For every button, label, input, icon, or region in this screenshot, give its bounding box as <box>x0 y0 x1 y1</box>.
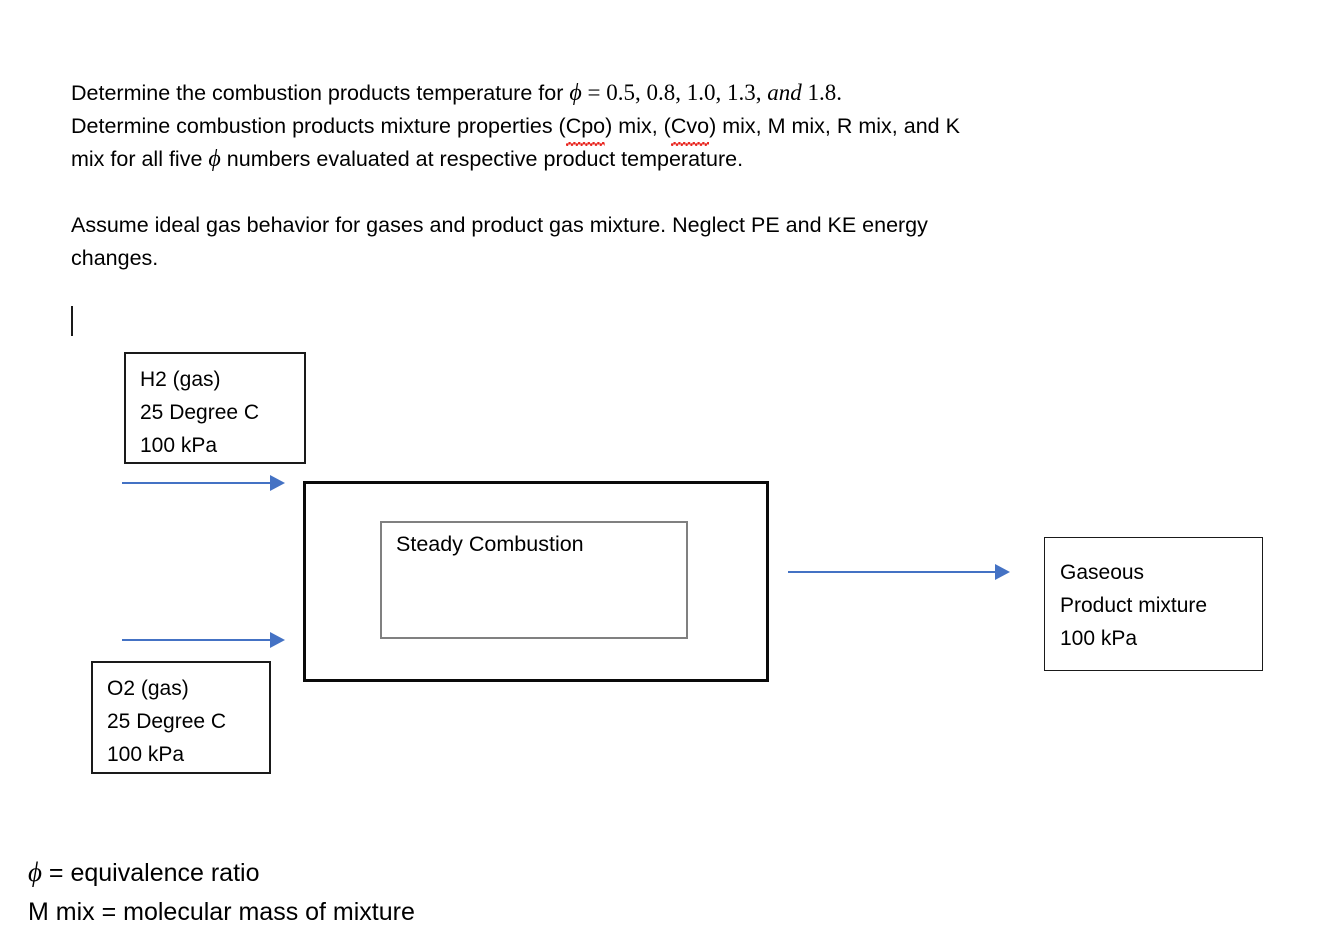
statement-line-2-part-a: Determine combustion products mixture pr… <box>71 114 566 138</box>
statement-line-1: Determine the combustion products temper… <box>71 76 1191 110</box>
inlet-box-o2-text: O2 (gas) 25 Degree C 100 kPa <box>107 672 226 771</box>
statement-line-3-part-a: mix for all five <box>71 147 209 171</box>
steady-combustion-label: Steady Combustion <box>396 532 584 556</box>
steady-combustion-label-box[interactable]: Steady Combustion <box>380 521 688 639</box>
inlet-box-h2[interactable]: H2 (gas) 25 Degree C 100 kPa <box>124 352 306 464</box>
problem-statement-paragraph-2: Assume ideal gas behavior for gases and … <box>71 209 1131 275</box>
assumption-line-2: changes. <box>71 246 159 270</box>
outlet-box-text: Gaseous Product mixture 100 kPa <box>1060 556 1207 655</box>
statement-line-2-part-b: ) mix, ( <box>605 114 671 138</box>
equation-and-word: and <box>767 80 802 105</box>
arrow-head-icon <box>270 475 285 491</box>
equation-tail: 1.8. <box>801 80 842 105</box>
inlet-h2-line-3: 100 kPa <box>140 434 218 457</box>
statement-line-2: Determine combustion products mixture pr… <box>71 110 1191 146</box>
statement-line-2-part-c: ) mix, M mix, R mix, and K <box>709 114 960 138</box>
assumption-line-1: Assume ideal gas behavior for gases and … <box>71 213 928 237</box>
arrow-shaft <box>122 639 271 641</box>
inlet-h2-line-2: 25 Degree C <box>140 401 260 424</box>
arrow-shaft <box>788 571 996 573</box>
definition-phi: ϕ = equivalence ratio <box>28 853 415 893</box>
misspelled-word-cvo[interactable]: Cvo <box>670 110 710 146</box>
definition-phi-text: = equivalence ratio <box>41 859 260 887</box>
equation-phi-values: ϕ = 0.5, 0.8, 1.0, 1.3, and 1.8. <box>569 80 842 106</box>
inlet-o2-line-3: 100 kPa <box>107 743 185 766</box>
inlet-o2-line-1: O2 (gas) <box>107 677 189 700</box>
outlet-box-gaseous-product[interactable]: Gaseous Product mixture 100 kPa <box>1044 537 1263 671</box>
phi-symbol: ϕ <box>569 80 582 106</box>
inlet-h2-line-1: H2 (gas) <box>140 368 221 391</box>
arrow-head-icon <box>995 564 1010 580</box>
inlet-o2-line-2: 25 Degree C <box>107 710 227 733</box>
statement-line-1-text: Determine the combustion products temper… <box>71 81 570 105</box>
inlet-box-o2[interactable]: O2 (gas) 25 Degree C 100 kPa <box>91 661 271 774</box>
outlet-line-2: Product mixture <box>1060 594 1208 617</box>
outlet-line-3: 100 kPa <box>1060 627 1138 650</box>
phi-symbol-definition: ϕ <box>28 857 42 887</box>
arrow-shaft <box>122 482 271 484</box>
arrow-head-icon <box>270 632 285 648</box>
definition-m-mix: M mix = molecular mass of mixture <box>28 898 415 926</box>
equation-values: = 0.5, 0.8, 1.0, 1.3, <box>581 80 768 105</box>
definitions-block: ϕ = equivalence ratio M mix = molecular … <box>28 853 415 932</box>
outlet-arrow-products[interactable] <box>788 561 1010 583</box>
inlet-arrow-h2[interactable] <box>122 472 285 494</box>
text-cursor-caret <box>71 306 73 336</box>
outlet-line-1: Gaseous <box>1060 561 1145 584</box>
inlet-arrow-o2[interactable] <box>122 629 285 651</box>
statement-line-3: mix for all five ϕ numbers evaluated at … <box>71 143 1191 176</box>
phi-symbol-inline: ϕ <box>208 146 221 172</box>
problem-statement-paragraph-1: Determine the combustion products temper… <box>71 76 1191 176</box>
statement-line-3-part-b: numbers evaluated at respective product … <box>220 147 744 171</box>
inlet-box-h2-text: H2 (gas) 25 Degree C 100 kPa <box>140 363 259 462</box>
misspelled-word-cpo[interactable]: Cpo <box>565 110 606 146</box>
